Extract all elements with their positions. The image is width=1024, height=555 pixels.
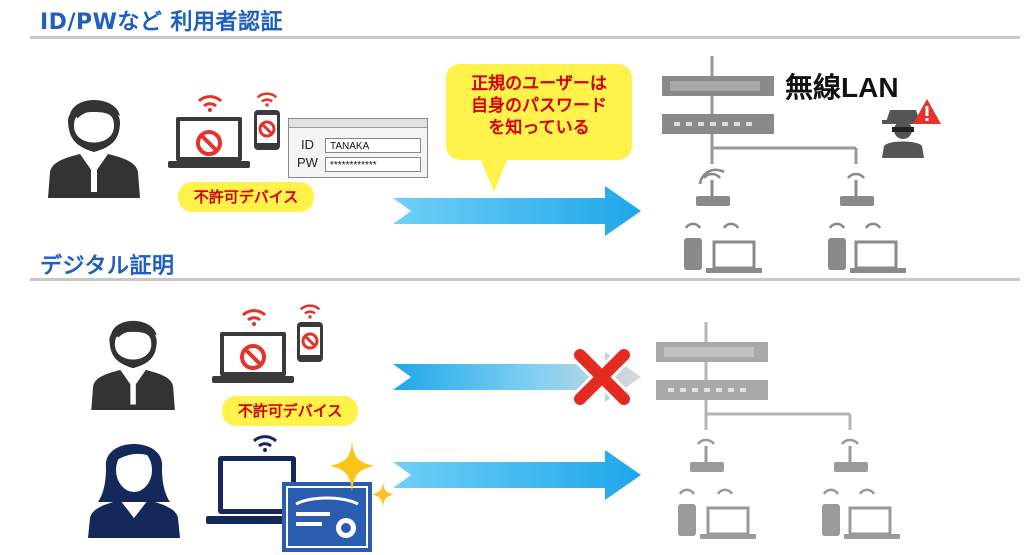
pw-label: PW xyxy=(297,155,318,170)
id-label: ID xyxy=(301,137,314,152)
access-point-icon xyxy=(696,168,874,206)
callout-line-1: 正規のユーザーは xyxy=(471,74,607,94)
laptop-icon xyxy=(206,456,308,524)
router-icon xyxy=(656,342,768,400)
network-diagram-bottom xyxy=(656,322,900,539)
businessman-icon xyxy=(48,99,140,198)
section-title-bottom: デジタル証明 xyxy=(40,254,175,279)
prohibited-icon xyxy=(196,130,222,156)
callout-line-2: 自身のパスワード xyxy=(471,96,607,116)
wifi-icon xyxy=(299,304,321,319)
client-devices xyxy=(678,504,900,539)
warning-icon xyxy=(913,99,941,124)
wifi-icon xyxy=(241,309,267,326)
section-title-top: ID/PWなど 利用者認証 xyxy=(40,10,284,35)
router-icon xyxy=(662,76,774,134)
wireless-lan-label: 無線LAN xyxy=(785,72,899,103)
businesswoman-icon xyxy=(88,444,180,538)
password-field[interactable]: ************ xyxy=(325,157,421,172)
login-form: ID TANAKA PW ************ xyxy=(288,118,428,178)
wifi-icon xyxy=(252,435,278,452)
id-field[interactable]: TANAKA xyxy=(325,138,421,153)
blocked-x-icon xyxy=(571,346,633,408)
callout-tail xyxy=(480,158,508,192)
sparkle-icon xyxy=(330,442,374,492)
access-point-icon xyxy=(690,438,868,472)
callout-box: 正規のユーザーは 自身のパスワード を知っている xyxy=(446,64,632,160)
callout-line-3: を知っている xyxy=(488,118,590,138)
disallowed-device-badge-bottom: 不許可デバイス xyxy=(222,396,358,426)
arrow-icon xyxy=(393,450,641,500)
hacker-icon xyxy=(882,110,924,158)
certificate-icon xyxy=(282,482,372,552)
wifi-icon xyxy=(256,92,278,107)
network-diagram-top xyxy=(662,56,906,273)
businessman-icon xyxy=(91,320,175,410)
arrow-icon xyxy=(393,186,641,236)
divider-top xyxy=(30,36,1020,39)
wifi-icon xyxy=(197,95,223,112)
smartphone-icon xyxy=(297,322,323,362)
client-devices xyxy=(684,238,906,273)
sparkle-icon xyxy=(372,482,394,508)
divider-bottom xyxy=(30,278,1020,281)
laptop-icon xyxy=(168,117,250,168)
smartphone-icon xyxy=(254,110,280,150)
prohibited-icon xyxy=(240,344,266,370)
disallowed-device-badge-top: 不許可デバイス xyxy=(178,182,314,212)
